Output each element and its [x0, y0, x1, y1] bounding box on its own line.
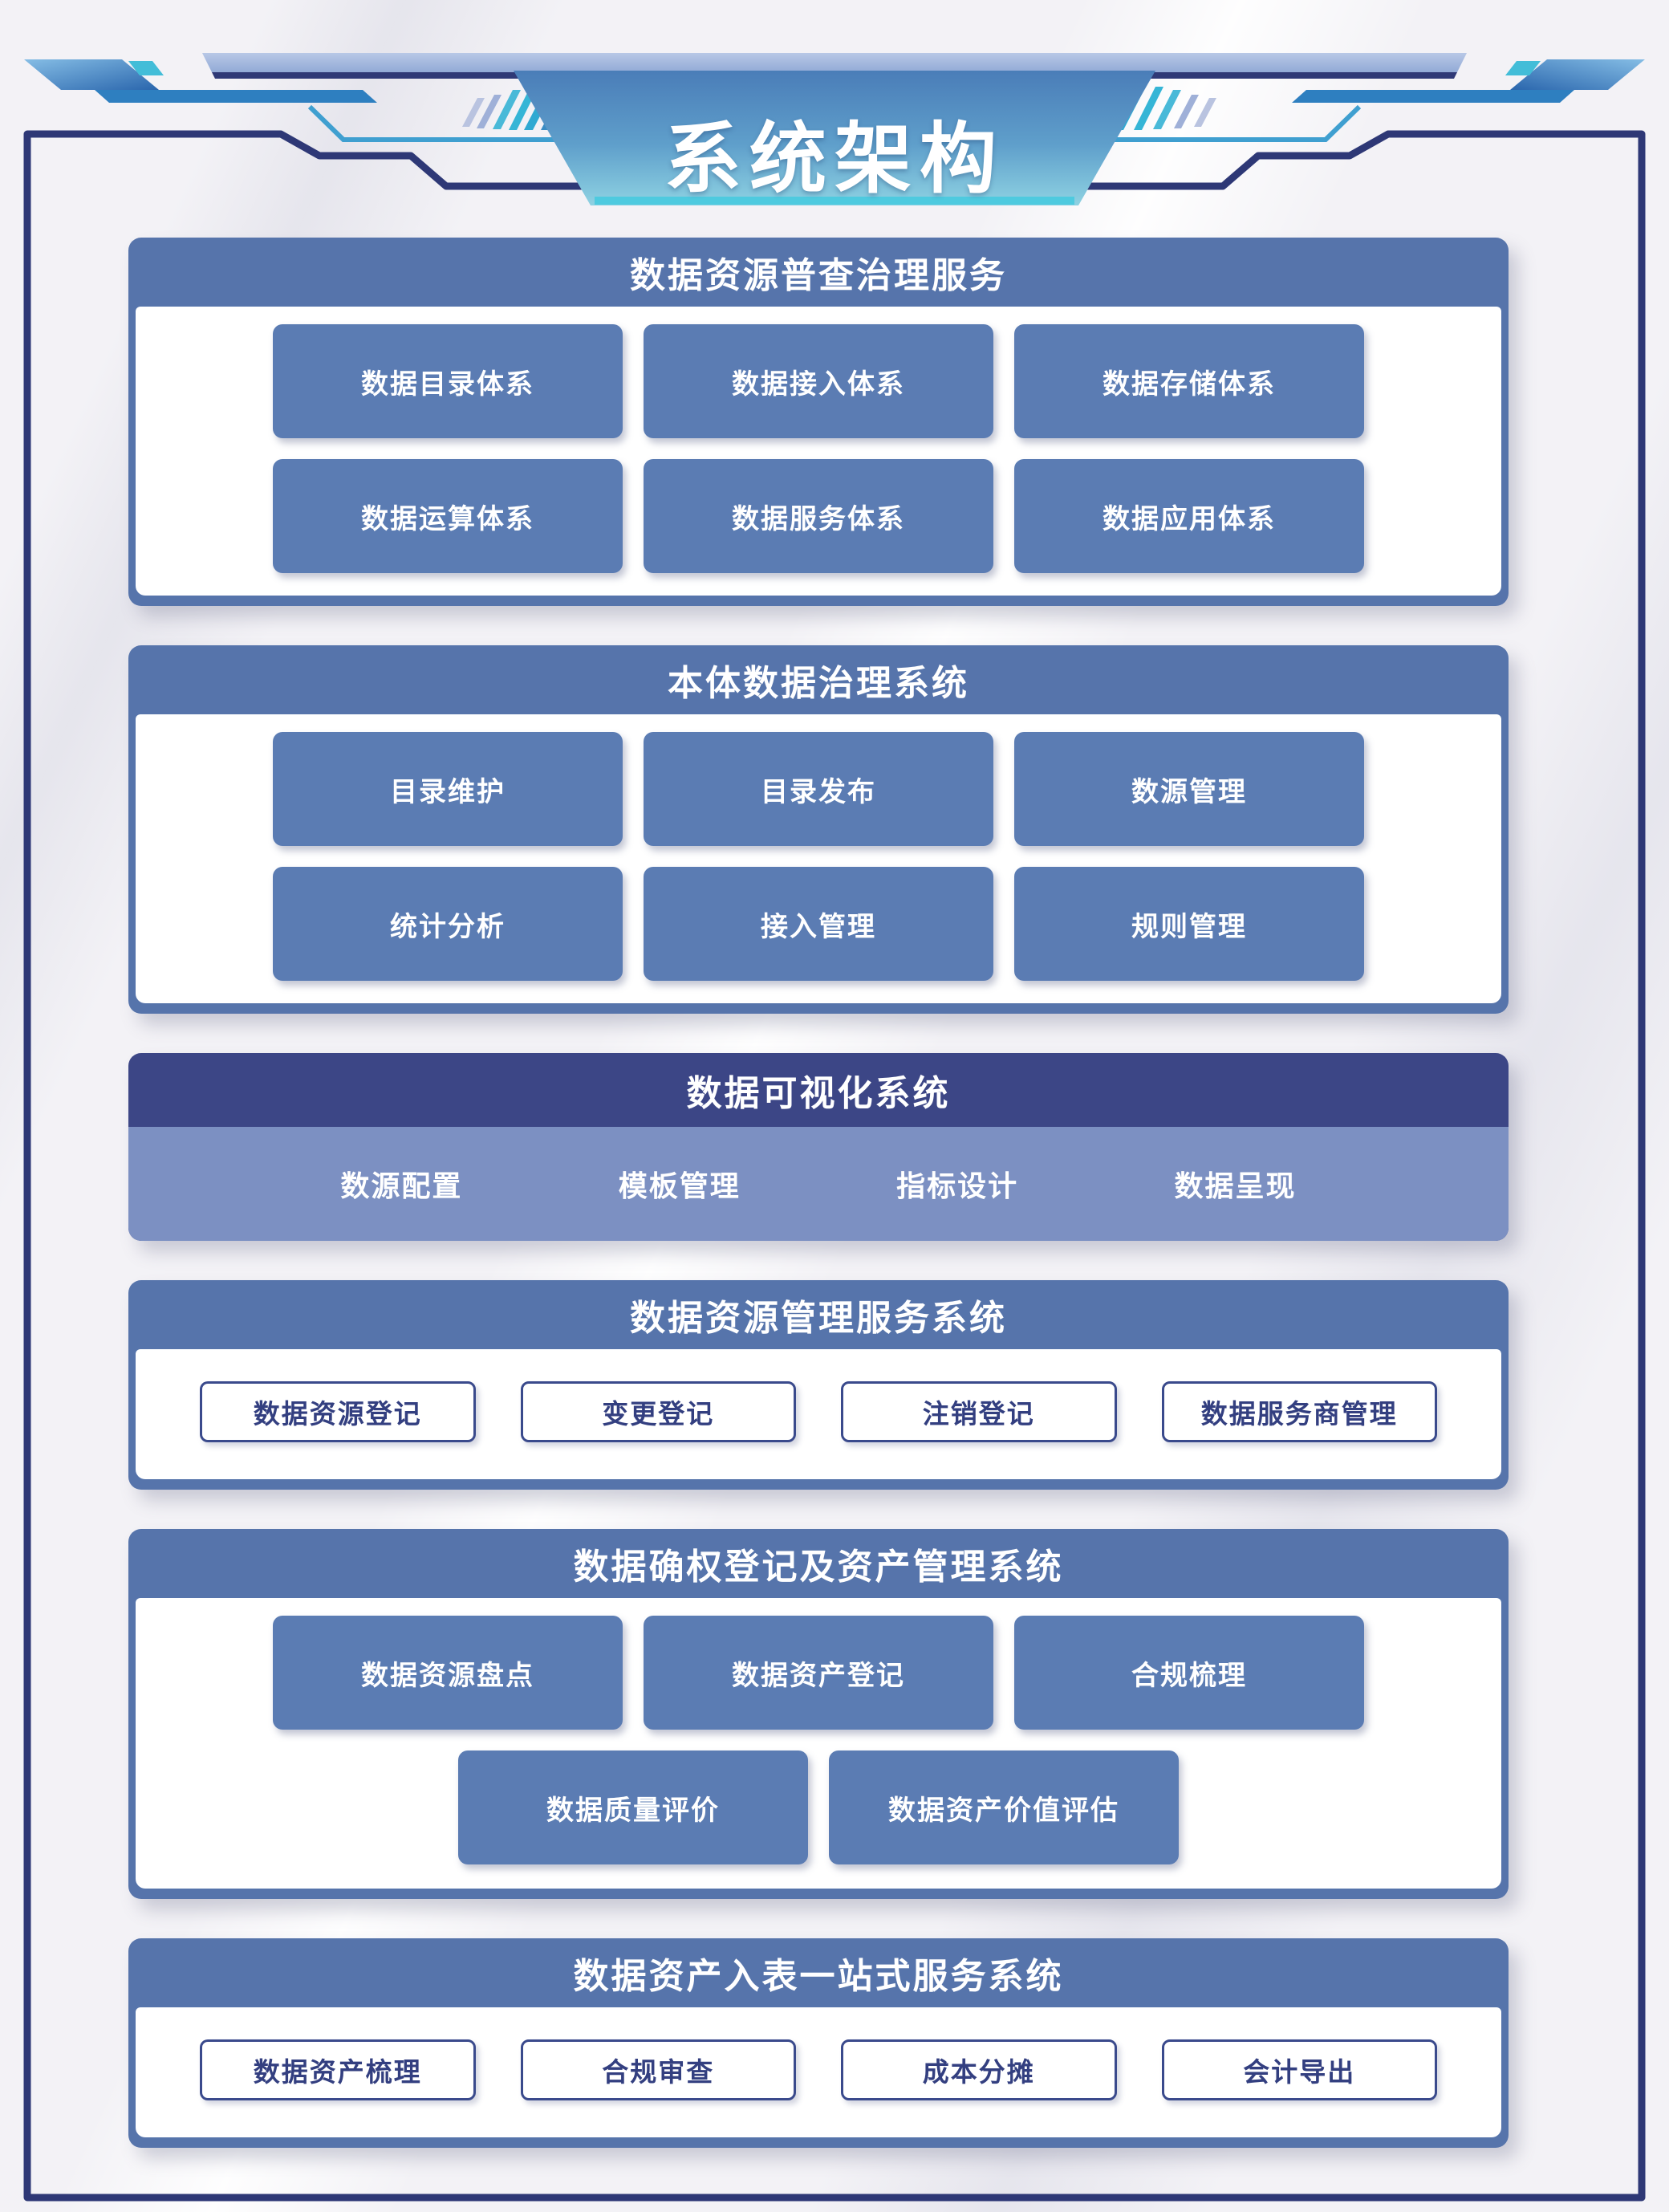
module-card: 数源管理: [1014, 732, 1364, 846]
module-card: 数据运算体系: [273, 459, 623, 573]
module-card: 合规梳理: [1014, 1616, 1364, 1730]
module-card: 规则管理: [1014, 867, 1364, 981]
section-title: 数据确权登记及资产管理系统: [573, 1547, 1064, 1587]
section-title: 本体数据治理系统: [668, 664, 969, 703]
module-card-outline: 数据资产梳理: [200, 2039, 476, 2100]
sections-stack: 数据资源普查治理服务 数据目录体系 数据接入体系 数据存储体系 数据运算体系 数…: [128, 238, 1509, 2148]
module-card: 目录维护: [273, 732, 623, 846]
section-title: 数据资产入表一站式服务系统: [573, 1957, 1064, 1996]
outer-frame: [23, 130, 1646, 2202]
module-card-outline: 变更登记: [520, 1381, 796, 1442]
section-asset-entry: 数据资产入表一站式服务系统 数据资产梳理 合规审查 成本分摊 会计导出: [128, 1938, 1509, 2148]
page-title: 系统架构: [664, 116, 1005, 202]
section-ontology-governance: 本体数据治理系统 目录维护 目录发布 数源管理 统计分析 接入管理 规则管理: [128, 645, 1509, 1014]
module-card: 目录发布: [644, 732, 993, 846]
section-census-governance: 数据资源普查治理服务 数据目录体系 数据接入体系 数据存储体系 数据运算体系 数…: [128, 238, 1509, 606]
module-label: 指标设计: [896, 1169, 1019, 1202]
section-body: 目录维护 目录发布 数源管理 统计分析 接入管理 规则管理: [136, 714, 1501, 1003]
module-card: 统计分析: [273, 867, 623, 981]
module-card-outline: 合规审查: [520, 2039, 796, 2100]
module-card: 数据目录体系: [273, 324, 623, 438]
module-card: 数据应用体系: [1014, 459, 1364, 573]
section-resource-management: 数据资源管理服务系统 数据资源登记 变更登记 注销登记 数据服务商管理: [128, 1280, 1509, 1490]
section-body: 数据资源盘点 数据资产登记 合规梳理 数据质量评价 数据资产价值评估: [136, 1598, 1501, 1889]
stepped-accent-line-right: [1098, 104, 1625, 142]
section-body: 数据资源登记 变更登记 注销登记 数据服务商管理: [136, 1349, 1501, 1479]
module-card: 数据服务体系: [644, 459, 993, 573]
module-label: 数据呈现: [1174, 1169, 1297, 1202]
section-title: 数据资源普查治理服务: [630, 256, 1007, 295]
section-data-visualization: 数据可视化系统 数源配置 模板管理 指标设计 数据呈现: [128, 1053, 1509, 1241]
module-card: 数据质量评价: [458, 1750, 808, 1864]
module-card: 数据资产价值评估: [829, 1750, 1179, 1864]
banner-left-bracket: [24, 59, 377, 103]
module-card-outline: 数据服务商管理: [1161, 1381, 1437, 1442]
module-card: 数据资产登记: [644, 1616, 993, 1730]
module-label: 模板管理: [618, 1169, 741, 1202]
module-label: 数源配置: [340, 1169, 463, 1202]
banner-right-bracket: [1292, 59, 1645, 103]
module-card-outline: 成本分摊: [841, 2039, 1117, 2100]
module-row-bottom: 数据质量评价 数据资产价值评估: [136, 1730, 1501, 1889]
module-card-outline: 会计导出: [1161, 2039, 1437, 2100]
stepped-accent-line-left: [44, 104, 571, 142]
section-title: 数据可视化系统: [686, 1074, 951, 1113]
module-card: 数据接入体系: [644, 324, 993, 438]
module-card-outline: 数据资源登记: [200, 1381, 476, 1442]
section-rights-asset-management: 数据确权登记及资产管理系统 数据资源盘点 数据资产登记 合规梳理 数据质量评价 …: [128, 1529, 1509, 1899]
section-title: 数据资源管理服务系统: [630, 1299, 1007, 1338]
module-card: 数据资源盘点: [273, 1616, 623, 1730]
section-body: 数据目录体系 数据接入体系 数据存储体系 数据运算体系 数据服务体系 数据应用体…: [136, 307, 1501, 596]
module-row-top: 数据资源盘点 数据资产登记 合规梳理: [136, 1598, 1501, 1730]
module-card: 接入管理: [644, 867, 993, 981]
section-body: 数源配置 模板管理 指标设计 数据呈现: [128, 1127, 1509, 1241]
module-card-outline: 注销登记: [841, 1381, 1117, 1442]
section-body: 数据资产梳理 合规审查 成本分摊 会计导出: [136, 2007, 1501, 2137]
banner-trapezoid: [514, 71, 1155, 205]
module-card: 数据存储体系: [1014, 324, 1364, 438]
